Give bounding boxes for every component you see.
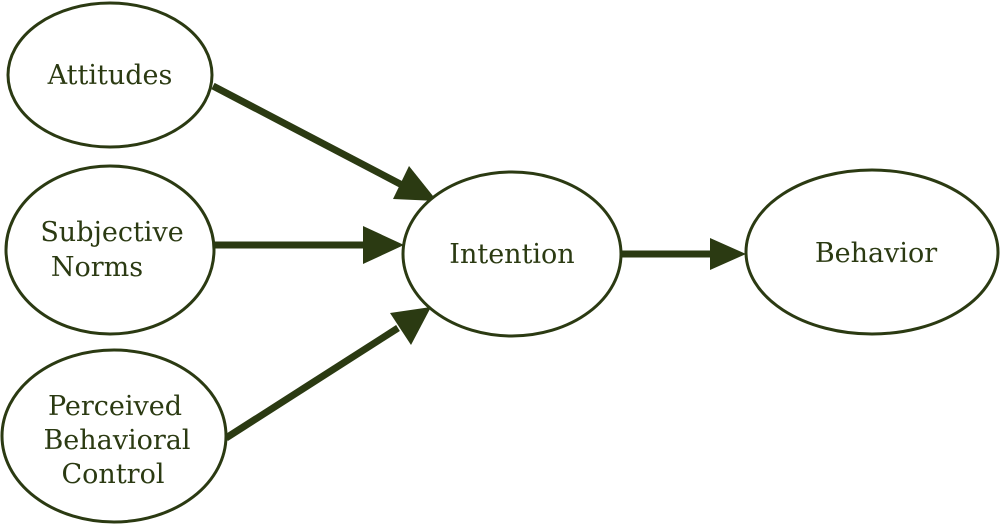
arrow-head xyxy=(710,238,746,270)
arrow-line xyxy=(211,82,406,190)
node-label: Intention xyxy=(449,239,574,270)
node-ellipse xyxy=(0,348,228,524)
arrow-head xyxy=(393,166,437,201)
node-subjective-norms: Subjective Norms xyxy=(4,164,216,336)
node-ellipse xyxy=(6,1,214,149)
node-intention: Intention xyxy=(401,170,623,338)
node-label: Behavior xyxy=(815,238,937,269)
edge-subjective-norms-to-intention xyxy=(213,226,404,264)
node-ellipse xyxy=(744,168,1000,336)
node-behavior: Behavior xyxy=(744,168,1000,336)
node-label-line-1: Perceived xyxy=(48,391,182,422)
node-label-line-2: Behavioral xyxy=(43,425,190,456)
arrow-line xyxy=(224,325,400,441)
edge-control-to-intention xyxy=(224,307,431,441)
node-attitudes: Attitudes xyxy=(6,1,214,149)
node-label: Attitudes xyxy=(47,60,173,91)
node-label-line-3: Control xyxy=(62,459,165,490)
edge-attitudes-to-intention xyxy=(211,82,437,201)
node-perceived-behavioral-control: Perceived Behavioral Control xyxy=(0,348,228,524)
node-label-line-1: Subjective xyxy=(40,217,183,248)
node-label-line-2: Norms xyxy=(51,252,143,283)
arrow-head xyxy=(390,307,431,345)
node-ellipse xyxy=(4,164,216,336)
arrow-head xyxy=(363,226,404,264)
edge-intention-to-behavior xyxy=(620,238,746,270)
node-ellipse xyxy=(401,170,623,338)
